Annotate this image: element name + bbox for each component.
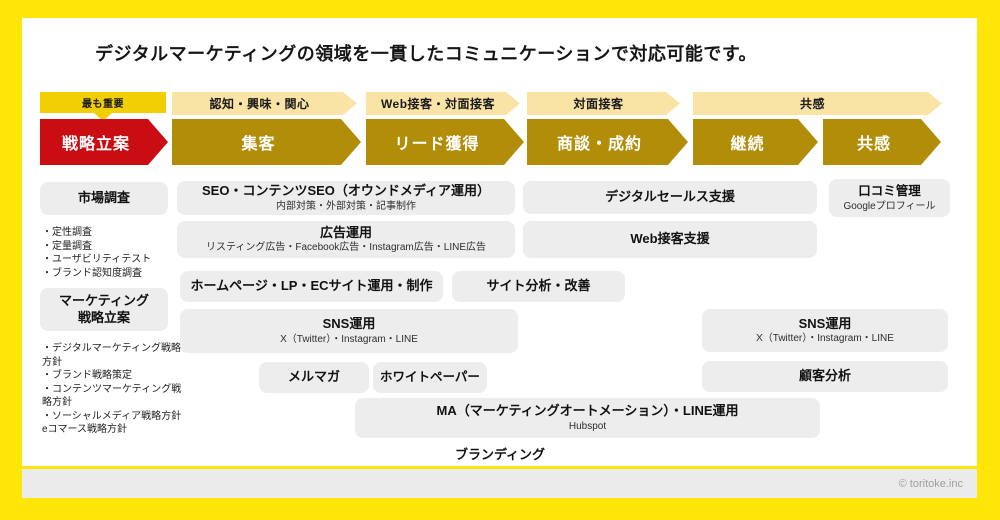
digital-sales-title: デジタルセールス支援	[605, 189, 735, 205]
footer-bar: © toritoke.inc	[22, 469, 977, 498]
web-support-box: Web接客支援	[523, 221, 817, 258]
phase-awareness: 認知・興味・関心	[172, 92, 357, 115]
seo-box: SEO・コンテンツSEO（オウンドメディア運用） 内部対策・外部対策・記事制作	[177, 181, 515, 215]
list-item: eコマース戦略方針	[42, 424, 128, 435]
ads-subtitle: リスティング広告・Facebook広告・Instagram広告・LINE広告	[205, 242, 486, 254]
marketing-planning-label-line2: 戦略立案	[77, 309, 130, 325]
stage-attract-arrow: 集客	[172, 119, 361, 165]
whitepaper-title: ホワイトペーパー	[380, 370, 480, 385]
list-item: ・ブランド認知度調査	[42, 267, 142, 279]
market-research-list: ・定性調査 ・定量調査 ・ユーザビリティテスト ・ブランド認知度調査	[42, 226, 192, 280]
branding-label: ブランディング	[454, 447, 546, 462]
list-item: ・定性調査	[42, 227, 92, 238]
homepage-title: ホームページ・LP・ECサイト運用・制作	[190, 278, 433, 294]
customer-analysis-title: 顧客分析	[798, 368, 851, 384]
ads-box: 広告運用 リスティング広告・Facebook広告・Instagram広告・LIN…	[177, 221, 515, 258]
seo-title: SEO・コンテンツSEO（オウンドメディア運用）	[202, 183, 490, 199]
tag-pointer-triangle	[94, 113, 112, 121]
stage-empathy-arrow: 共感	[823, 119, 941, 165]
web-support-title: Web接客支援	[630, 231, 710, 247]
digital-sales-box: デジタルセールス支援	[523, 181, 817, 214]
review-management-title: 口コミ管理	[858, 184, 921, 199]
page-title: デジタルマーケティングの領域を一貫したコミュニケーションで対応可能です。	[95, 44, 758, 64]
ma-title: MA（マーケティングオートメーション）・LINE運用	[436, 403, 739, 419]
customer-analysis-box: 顧客分析	[702, 361, 948, 392]
copyright-text: © toritoke.inc	[898, 477, 963, 490]
melmaga-title: メルマガ	[287, 369, 340, 385]
sns-box-right: SNS運用 X（Twitter）・Instagram・LINE	[702, 309, 948, 352]
phase-empathy: 共感	[693, 92, 942, 115]
sns-right-title: SNS運用	[798, 315, 852, 331]
stage-strategy-arrow: 戦略立案	[40, 119, 168, 165]
list-item: ・デジタルマーケティング戦略方針	[42, 343, 181, 368]
phase-face-contact: 対面接客	[527, 92, 680, 115]
stage-retention-arrow: 継続	[693, 119, 818, 165]
whitepaper-box: ホワイトペーパー	[373, 362, 487, 393]
seo-subtitle: 内部対策・外部対策・記事制作	[276, 200, 416, 212]
stage-deal-arrow: 商談・成約	[527, 119, 688, 165]
melmaga-box: メルマガ	[259, 362, 369, 393]
marketing-planning-list: ・デジタルマーケティング戦略方針 ・ブランド戦略策定 ・コンテンツマーケティング…	[42, 342, 182, 437]
list-item: ・ブランド戦略策定	[42, 370, 132, 381]
market-research-box: 市場調査	[40, 182, 168, 215]
sns-right-subtitle: X（Twitter）・Instagram・LINE	[756, 333, 894, 345]
most-important-tag-label: 最も重要	[82, 99, 124, 110]
review-management-subtitle: Googleプロフィール	[843, 200, 936, 212]
site-analysis-box: サイト分析・改善	[452, 271, 625, 302]
site-analysis-title: サイト分析・改善	[486, 278, 591, 294]
homepage-box: ホームページ・LP・ECサイト運用・制作	[180, 271, 443, 302]
sns-left-subtitle: X（Twitter）・Instagram・LINE	[280, 333, 418, 345]
marketing-planning-box: マーケティング 戦略立案	[40, 288, 168, 331]
phase-web-contact: Web接客・対面接客	[366, 92, 520, 115]
list-item: ・ユーザビリティテスト	[42, 254, 152, 265]
list-item: ・ソーシャルメディア戦略方針	[42, 410, 182, 422]
ads-title: 広告運用	[319, 224, 372, 240]
review-management-box: 口コミ管理 Googleプロフィール	[829, 179, 950, 217]
stage-lead-arrow: リード獲得	[366, 119, 524, 165]
sns-left-title: SNS運用	[322, 316, 376, 332]
ma-box: MA（マーケティングオートメーション）・LINE運用 Hubspot	[355, 398, 820, 438]
most-important-tag: 最も重要	[40, 92, 166, 121]
market-research-label: 市場調査	[77, 190, 130, 206]
ma-subtitle: Hubspot	[568, 420, 607, 432]
list-item: ・定量調査	[42, 240, 92, 252]
list-item: ・コンテンツマーケティング戦略方針	[42, 383, 182, 409]
sns-box-left: SNS運用 X（Twitter）・Instagram・LINE	[180, 309, 518, 353]
marketing-planning-label-line1: マーケティング	[59, 292, 149, 308]
